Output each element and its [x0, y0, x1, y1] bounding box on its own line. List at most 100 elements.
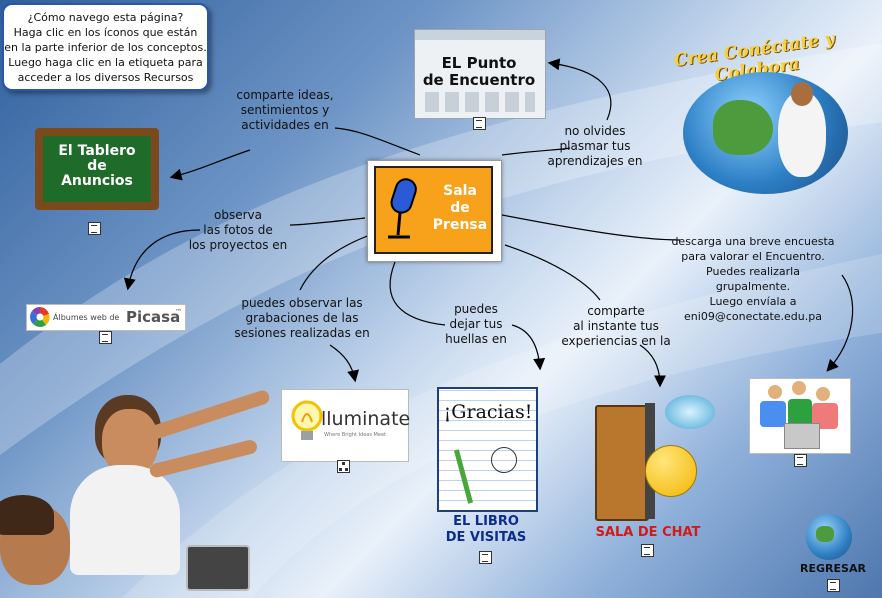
- help-line: acceder a los diversos Recursos: [17, 71, 194, 84]
- globe-image: [683, 72, 848, 194]
- link-comparte-ideas: comparte ideas, sentimientos y actividad…: [230, 88, 340, 133]
- globe-land: [816, 526, 834, 542]
- child-icon: [792, 381, 806, 395]
- boy-shirt: [70, 465, 180, 575]
- link-grabaciones: puedes observar las grabaciones de las s…: [234, 296, 370, 341]
- link-huellas: puedes dejar tus huellas en: [430, 302, 522, 347]
- tablero-board[interactable]: El Tablero de Anuncios: [35, 128, 159, 210]
- boy-hair: [0, 495, 54, 535]
- link-line: actividades en: [241, 118, 329, 132]
- center-line: Prensa: [432, 217, 488, 233]
- door-icon: [595, 405, 649, 521]
- child-icon: [768, 385, 782, 399]
- libro-visitas-label[interactable]: EL LIBRO DE VISITAS: [420, 514, 552, 546]
- elluminate-logo[interactable]: lluminate Where Bright Ideas Meet: [281, 389, 411, 462]
- child-shirt: [788, 399, 812, 427]
- punto-encuentro-thumbnail[interactable]: [414, 29, 546, 119]
- sala-chat-image[interactable]: [593, 393, 725, 521]
- link-encuesta: descarga una breve encuesta para valorar…: [668, 234, 838, 324]
- picasa-logo[interactable]: Álbumes web de Picasa ™: [26, 304, 186, 331]
- sitemap-node: [342, 462, 345, 465]
- sala-prensa-node[interactable]: Sala de Prensa: [367, 160, 502, 262]
- link-line: Luego envíala a: [709, 295, 797, 308]
- punto-encuentro-label[interactable]: EL Punto de Encuentro: [420, 55, 538, 89]
- help-box: ¿Cómo navego esta página? Haga clic en l…: [2, 3, 209, 91]
- document-icon[interactable]: [88, 222, 101, 235]
- sitemap-node: [345, 468, 348, 471]
- libro-line: DE VISITAS: [445, 530, 527, 545]
- link-line: eni09@conectate.edu.pa: [684, 310, 822, 323]
- sala-chat-label[interactable]: SALA DE CHAT: [595, 525, 701, 540]
- girl-drawing: [491, 447, 517, 473]
- smiley-icon: [645, 445, 697, 497]
- thumb-header: [415, 30, 545, 40]
- tablero-line: El Tablero: [58, 143, 136, 159]
- link-no-olvides: no olvides plasmar tus aprendizajes en: [540, 124, 650, 169]
- child-shirt: [760, 401, 786, 427]
- computer-icon: [784, 423, 820, 449]
- regresar-globe-icon[interactable]: [806, 514, 852, 560]
- boy-face: [102, 409, 158, 475]
- link-line: para valorar el Encuentro.: [681, 250, 825, 263]
- link-line: Puedes realizarla grupalmente.: [706, 265, 800, 293]
- lightbulb-icon: [291, 400, 323, 440]
- link-line: al instante tus: [573, 319, 659, 333]
- link-line: no olvides: [564, 124, 626, 138]
- link-line: puedes: [454, 302, 498, 316]
- center-line: Sala: [443, 183, 477, 199]
- picasa-brand: Picasa: [126, 308, 181, 326]
- link-line: sentimientos y: [240, 103, 330, 117]
- elluminate-tagline: Where Bright Ideas Meet: [324, 432, 386, 438]
- students-photo: [0, 388, 285, 598]
- help-line: ¿Cómo navego esta página?: [27, 11, 184, 24]
- document-icon[interactable]: [473, 117, 486, 130]
- document-icon[interactable]: [99, 331, 112, 344]
- board-surface: [43, 136, 151, 202]
- elluminate-brand: lluminate: [321, 408, 411, 430]
- child-icon: [816, 387, 830, 401]
- link-line: aprendizajes en: [547, 154, 643, 168]
- punto-line: EL Punto: [441, 54, 517, 72]
- document-icon[interactable]: [827, 579, 840, 592]
- thumb-content: [425, 92, 535, 112]
- picasa-prefix: Álbumes web de: [53, 313, 120, 322]
- sitemap-icon[interactable]: [337, 460, 350, 473]
- document-icon[interactable]: [641, 544, 654, 557]
- link-line: sesiones realizadas en: [234, 326, 370, 340]
- document-icon[interactable]: [479, 551, 492, 564]
- link-line: las fotos de: [203, 223, 273, 237]
- link-line: puedes observar las: [241, 296, 363, 310]
- libro-visitas-image[interactable]: ¡Gracias!: [437, 387, 538, 512]
- link-line: observa: [214, 208, 262, 222]
- encuesta-image[interactable]: [749, 378, 851, 454]
- link-observa: observa las fotos de los proyectos en: [178, 208, 298, 253]
- girl-dress: [778, 92, 826, 177]
- link-line: comparte ideas,: [236, 88, 334, 102]
- document-icon[interactable]: [794, 454, 807, 467]
- link-line: huellas en: [445, 332, 507, 346]
- link-line: dejar tus: [449, 317, 503, 331]
- microphone-icon: [388, 178, 417, 239]
- link-line: los proyectos en: [188, 238, 288, 252]
- pointing-arm: [147, 388, 272, 441]
- link-comparte-instante: comparte al instante tus experiencias en…: [558, 304, 674, 349]
- girl-face: [791, 82, 813, 106]
- link-line: plasmar tus: [559, 139, 631, 153]
- picasa-tm: ™: [175, 308, 182, 316]
- center-line: de: [450, 200, 470, 216]
- link-line: experiencias en la: [561, 334, 671, 348]
- pointing-arm: [148, 438, 259, 479]
- globe-land: [713, 100, 773, 155]
- sala-prensa-label: Sala de Prensa: [430, 183, 490, 234]
- link-line: descarga una breve encuesta: [671, 235, 835, 248]
- punto-line: de Encuentro: [422, 71, 536, 89]
- tablero-line: Anuncios: [61, 173, 133, 189]
- gracias-text: ¡Gracias!: [443, 401, 533, 423]
- link-line: comparte: [587, 304, 645, 318]
- libro-line: EL LIBRO: [453, 514, 519, 529]
- laptop-icon: [186, 545, 250, 591]
- help-line: en la parte inferior de los conceptos.: [4, 41, 207, 54]
- picasa-pinwheel-icon: [30, 307, 50, 327]
- regresar-label[interactable]: REGRESAR: [800, 562, 866, 575]
